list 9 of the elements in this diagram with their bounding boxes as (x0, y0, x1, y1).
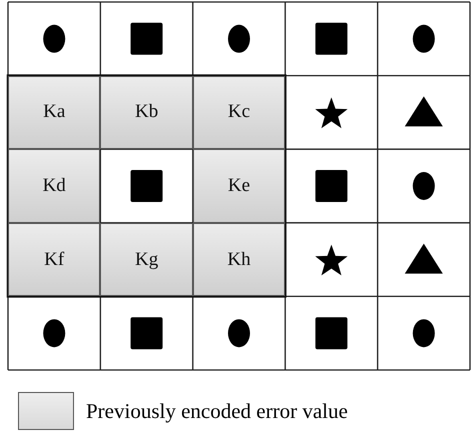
cell-label: Ka (43, 101, 66, 124)
cell-label: Kc (228, 101, 250, 124)
cell-label: Kf (44, 248, 64, 271)
cell-label: Kg (134, 248, 158, 271)
cell-label: Kb (134, 101, 158, 124)
cell-label: Ke (228, 174, 250, 197)
cell-label: Kd (42, 174, 66, 197)
legend-label: Previously encoded error value (86, 398, 348, 424)
cell-label: Kh (227, 248, 251, 271)
